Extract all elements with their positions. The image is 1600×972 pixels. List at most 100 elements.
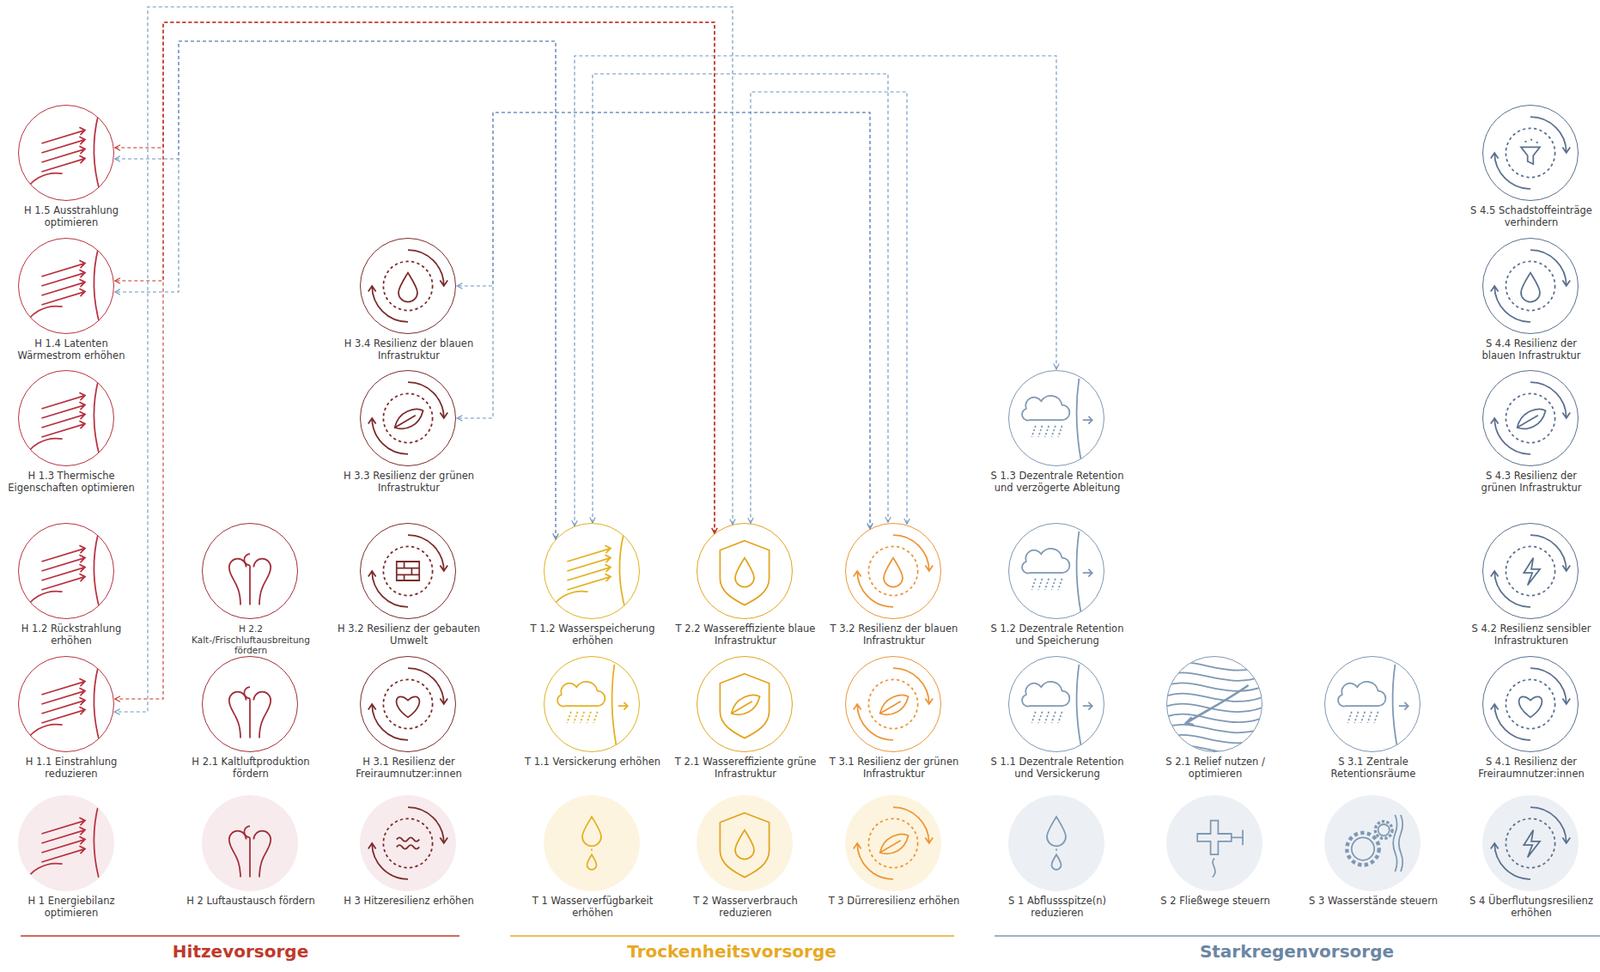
- goal-icon: [697, 657, 792, 752]
- icon-strokes: [368, 668, 448, 741]
- goal-circle: H 3.2 Resilienz der gebauten Umwelt: [359, 523, 457, 620]
- goal-circle: S 4 Überflutungsresilienz erhöhen: [1482, 795, 1579, 892]
- goal-circle: T 2.1 Wassereffiziente grüne Infrastrukt…: [696, 656, 793, 753]
- goal-circle: S 3 Wasserstände steuern: [1324, 795, 1421, 892]
- goal-label: T 1.1 Versickerung erhöhen: [520, 756, 665, 769]
- goal-circle: S 1.1 Dezentrale Retention und Versicker…: [1008, 656, 1105, 753]
- goal-circle: H 1.2 Rückstrahlung erhöhen: [18, 523, 115, 620]
- goal-label: S 4.3 Resilienz der grünen Infrastruktur: [1467, 470, 1595, 495]
- goal-label: T 2.1 Wassereffiziente grüne Infrastrukt…: [673, 756, 818, 781]
- dashed-connector: [456, 112, 870, 530]
- goal-label: S 1 Abflussspitze(n) reduzieren: [985, 895, 1130, 920]
- goal-icon: [1009, 371, 1104, 466]
- goal-circle: H 1.3 Thermische Eigenschaften optimiere…: [18, 370, 115, 467]
- goal-label: S 3 Wasserstände steuern: [1301, 895, 1446, 908]
- goal-icon: [1167, 796, 1262, 891]
- icon-strokes: [1490, 116, 1570, 189]
- goal-icon: [18, 796, 114, 891]
- icon-strokes: [582, 816, 602, 870]
- goal-label: H 1.4 Latenten Wärmestrom erhöhen: [4, 338, 139, 363]
- goal-label: H 1.5 Ausstrahlung optimieren: [4, 205, 139, 230]
- goal-label: S 1.3 Dezentrale Retention und verzögert…: [985, 470, 1130, 495]
- goal-icon: [202, 523, 298, 619]
- goal-circle: H 1.4 Latenten Wärmestrom erhöhen: [18, 237, 115, 335]
- goal-circle: T 3.2 Resilienz der blauen Infrastruktur: [845, 523, 942, 620]
- goal-label: H 1.3 Thermische Eigenschaften optimiere…: [4, 470, 139, 495]
- goal-circle: S 2.1 Relief nutzen / optimieren: [1166, 656, 1263, 753]
- icon-strokes: [1338, 664, 1409, 747]
- goal-label: S 4.2 Resilienz sensibler Infrastrukture…: [1467, 623, 1595, 648]
- icon-strokes: [853, 807, 933, 880]
- goal-icon: [1009, 523, 1104, 619]
- icon-strokes: [22, 248, 100, 330]
- goal-icon: [845, 657, 941, 752]
- icon-strokes: [719, 674, 769, 739]
- icon-strokes: [1490, 249, 1570, 323]
- goal-label: H 3 Hitzeresilienz erhöhen: [336, 895, 481, 908]
- goal-label: H 2 Luftaustausch fördern: [178, 895, 323, 908]
- goal-label: S 1.2 Dezentrale Retention und Speicheru…: [985, 623, 1130, 648]
- icon-strokes: [719, 813, 769, 878]
- goal-circle: T 2.2 Wassereffiziente blaue Infrastrukt…: [696, 523, 793, 620]
- goal-circle: S 4.1 Resilienz der Freiraumnutzer:innen: [1482, 656, 1579, 753]
- goal-circle: S 2 Fließwege steuern: [1166, 795, 1263, 892]
- icon-strokes: [547, 533, 626, 615]
- goal-icon: [845, 796, 941, 891]
- goal-circle: S 4.3 Resilienz der grünen Infrastruktur: [1482, 370, 1579, 467]
- goal-label: H 3.2 Resilienz der gebauten Umwelt: [336, 623, 481, 648]
- icon-strokes: [1197, 821, 1243, 878]
- goal-circle: H 3.3 Resilienz der grünen Infrastruktur: [359, 370, 457, 467]
- icon-strokes: [22, 115, 100, 197]
- goal-icon: [1483, 371, 1578, 466]
- goal-label: S 4.1 Resilienz der Freiraumnutzer:innen: [1467, 756, 1595, 781]
- icon-strokes: [1490, 382, 1570, 455]
- icon-strokes: [1490, 807, 1570, 880]
- icon-strokes: [1490, 535, 1570, 608]
- group-title: Hitzevorsorge: [169, 941, 312, 962]
- goal-icon: [18, 105, 114, 201]
- goal-circle: H 1 Energiebilanz optimieren: [18, 795, 115, 892]
- goal-label: H 3.4 Resilienz der blauen Infrastruktur: [336, 338, 481, 363]
- icon-strokes: [22, 533, 100, 615]
- goal-icon: [18, 657, 114, 752]
- icon-strokes: [22, 666, 100, 749]
- goal-icon: [1167, 657, 1262, 752]
- goal-icon: [845, 523, 941, 619]
- icon-strokes: [368, 535, 448, 608]
- dashed-connector: [456, 112, 870, 530]
- goal-label: H 3.3 Resilienz der grünen Infrastruktur: [336, 470, 481, 495]
- goal-circle: H 1.5 Ausstrahlung optimieren: [18, 104, 115, 201]
- goal-icon: [1009, 657, 1104, 752]
- dashed-connector: [115, 22, 715, 534]
- goal-icon: [202, 657, 298, 752]
- goal-icon: [697, 796, 792, 891]
- goal-icon: [1483, 796, 1578, 891]
- icon-strokes: [1022, 531, 1093, 614]
- icon-strokes: [368, 249, 448, 323]
- goal-icon: [1483, 657, 1578, 752]
- goal-icon: [18, 523, 114, 619]
- goal-circle: T 3 Dürreresilienz erhöhen: [845, 795, 942, 892]
- icon-strokes: [229, 687, 271, 738]
- goal-circle: T 1.1 Versickerung erhöhen: [543, 656, 640, 753]
- goal-icon: [544, 796, 639, 891]
- goal-circle: H 3.4 Resilienz der blauen Infrastruktur: [359, 237, 457, 335]
- goal-circle: S 1 Abflussspitze(n) reduzieren: [1008, 795, 1105, 892]
- goal-icon: [1325, 657, 1420, 752]
- goal-icon: [360, 371, 456, 466]
- dashed-connector: [750, 91, 907, 524]
- goal-circle: H 2.2 Kalt-/Frischluftausbreitung förder…: [201, 523, 299, 620]
- goal-circle: T 3.1 Resilienz der grünen Infrastruktur: [845, 656, 942, 753]
- goal-circle: S 4.2 Resilienz sensibler Infrastrukture…: [1482, 523, 1579, 620]
- goal-icon: [1483, 238, 1578, 334]
- icon-strokes: [1167, 662, 1262, 752]
- goal-label: T 3.1 Resilienz der grünen Infrastruktur: [821, 756, 967, 781]
- group-title: Trockenheitsvorsorge: [623, 941, 840, 962]
- dashed-connector: [115, 41, 556, 540]
- icon-strokes: [1490, 668, 1570, 741]
- goal-icon: [544, 523, 639, 619]
- goal-label: S 1.1 Dezentrale Retention und Versicker…: [985, 756, 1130, 781]
- goal-label: S 4.4 Resilienz der blauen Infrastruktur: [1467, 338, 1595, 363]
- goal-label: S 2.1 Relief nutzen / optimieren: [1143, 756, 1288, 781]
